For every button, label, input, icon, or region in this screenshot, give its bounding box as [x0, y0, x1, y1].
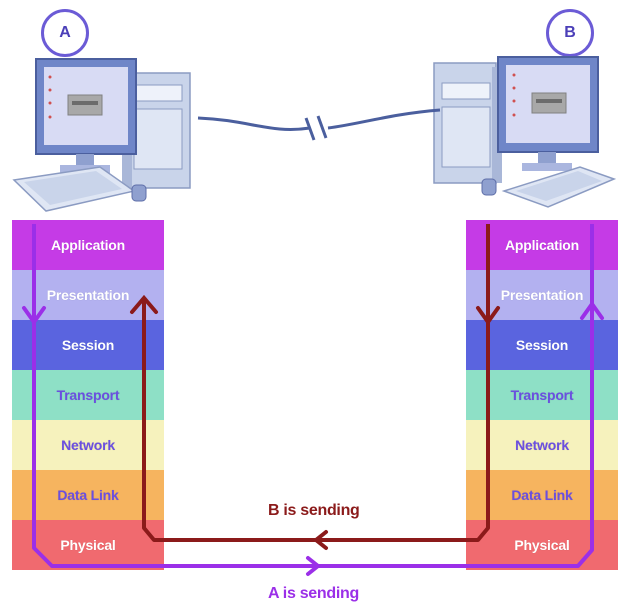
b-sending-arrowheads [130, 294, 500, 550]
layer-network-a: Network [12, 420, 164, 470]
computer-a-label: A [41, 9, 89, 57]
computer-b-icon [433, 56, 616, 208]
layer-session-a: Session [12, 320, 164, 370]
layer-presentation-a: Presentation [12, 270, 164, 320]
layer-transport-a: Transport [12, 370, 164, 420]
b-sending-label: B is sending [268, 502, 360, 519]
a-sending-label: A is sending [268, 585, 359, 602]
layer-application-a: Application [12, 220, 164, 270]
b-sending-path [142, 224, 490, 542]
network-cable [197, 108, 441, 141]
a-sending-arrowheads [22, 300, 604, 576]
osi-stack-a: Application Presentation Session Transpo… [12, 220, 164, 570]
computer-a-icon [12, 58, 191, 212]
computer-b-label: B [546, 9, 594, 57]
layer-data-link-a: Data Link [12, 470, 164, 520]
layer-physical-a: Physical [12, 520, 164, 570]
